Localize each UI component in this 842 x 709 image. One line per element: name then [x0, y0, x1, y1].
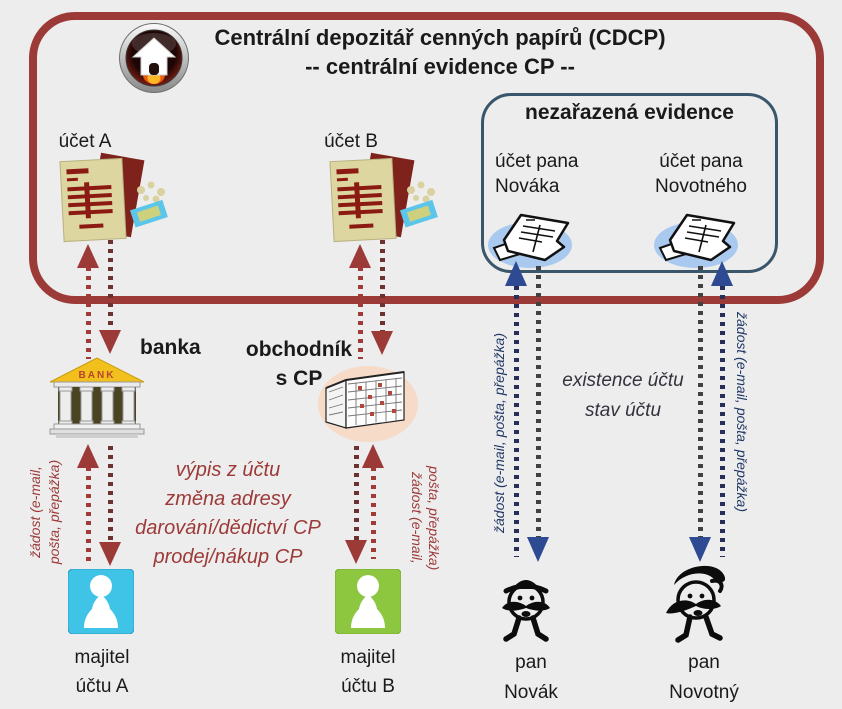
novak-account-label: účet pana Nováka: [495, 151, 579, 197]
status-annotation: existence účtu stav účtu: [562, 370, 684, 421]
cdcp-box: [29, 12, 824, 304]
novotny-account-label: účet pana Novotného: [655, 151, 747, 197]
home-icon: [119, 23, 189, 93]
operations-annotation: výpis z účtu změna adresy darování/dědic…: [110, 456, 346, 572]
bank-icon: BANK: [49, 357, 145, 438]
arrow-line: [108, 446, 113, 543]
arrow-line: [371, 467, 376, 559]
request-label-novotny: žádost (e-mail, pošta, přepážka): [734, 312, 750, 512]
broker-label: obchodník s CP: [245, 338, 353, 390]
unassigned-evidence-box: [481, 93, 778, 273]
home-button[interactable]: [118, 22, 190, 94]
arrow-up-broker-to-account-b: [349, 244, 371, 268]
owner-b-person-icon: [335, 569, 401, 634]
novak-receipt-icon: [488, 213, 572, 268]
arrow-down-broker-to-owner-b: [345, 540, 367, 564]
pan-novotny-figure-icon: [666, 565, 726, 643]
arrow-up-novak-to-account: [505, 261, 527, 286]
arrow-down-bank-to-owner-a: [99, 542, 121, 566]
arrow-down-account-b-to-broker: [371, 331, 393, 355]
account-a-document-icon: [59, 152, 168, 243]
pan-novak-label: pan Novák: [504, 652, 558, 703]
arrow-down-account-to-novotny: [689, 537, 711, 562]
broker-building-icon: [318, 366, 418, 442]
arrow-line: [720, 286, 725, 557]
arrow-up-novotny-to-account: [711, 261, 733, 286]
request-label-novak: žádost (e-mail, pošta, přepážka): [491, 333, 507, 533]
arrow-up-owner-b-to-broker: [362, 444, 384, 468]
arrow-up-bank-to-account-a: [77, 244, 99, 268]
bank-label: banka: [140, 336, 201, 359]
account-b-label: účet B: [324, 131, 378, 152]
operation-line: výpis z účtu: [175, 459, 281, 481]
request-label-bank: žádost (e-mail, pošta, přepážka): [27, 459, 62, 565]
novotny-receipt-icon: [654, 213, 738, 268]
arrow-down-account-to-novak: [527, 537, 549, 562]
title-line1: Centrální depozitář cenných papírů (CDCP…: [214, 25, 666, 50]
page-title: Centrální depozitář cenných papírů (CDCP…: [180, 23, 700, 81]
arrow-line: [698, 266, 703, 538]
operation-line: darování/dědictví CP: [135, 517, 321, 539]
pan-novak-figure-icon: [502, 580, 550, 642]
owner-a-label: majitel účtu A: [74, 647, 130, 697]
arrow-line: [354, 446, 359, 541]
owner-a-person-icon: [68, 569, 134, 634]
arrow-line: [358, 267, 363, 359]
arrow-line: [108, 240, 113, 331]
account-b-document-icon: [329, 152, 438, 243]
arrow-down-account-a-to-bank: [99, 330, 121, 354]
arrow-line: [536, 266, 541, 538]
title-line2: -- centrální evidence CP --: [305, 54, 575, 79]
operation-line: prodej/nákup CP: [153, 546, 303, 568]
arrow-up-owner-a-to-bank: [77, 444, 99, 468]
arrow-line: [380, 240, 385, 332]
owner-b-label: majitel účtu B: [340, 647, 396, 697]
operation-line: změna adresy: [165, 488, 291, 510]
unassigned-evidence-title: nezařazená evidence: [525, 101, 734, 124]
bank-sign-text: BANK: [79, 370, 116, 381]
arrow-line: [514, 286, 519, 557]
request-label-broker: žádost (e-mail, pošta, přepážka): [409, 465, 442, 571]
arrow-line: [86, 467, 91, 562]
pan-novotny-label: pan Novotný: [669, 652, 739, 703]
arrow-line: [86, 267, 91, 359]
account-a-label: účet A: [58, 131, 112, 152]
